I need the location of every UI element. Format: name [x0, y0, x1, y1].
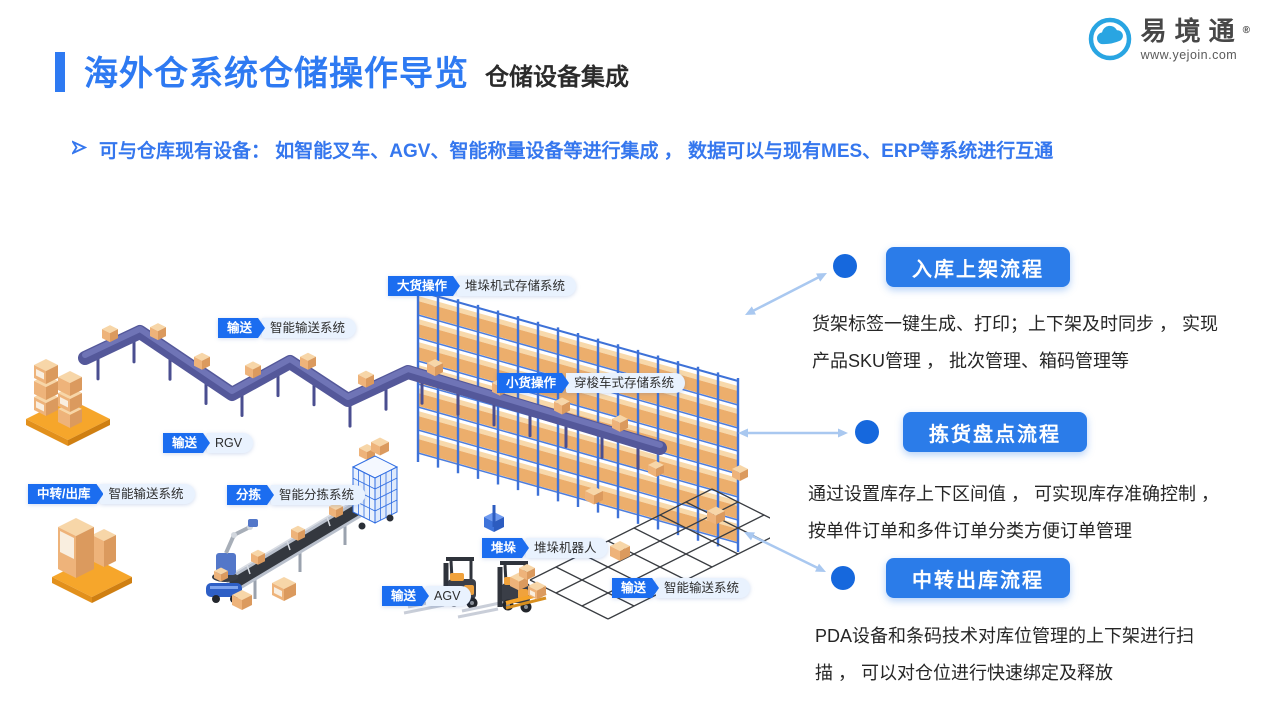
flow-desc-outbound: PDA设备和条码技术对库位管理的上下架进行扫 描 ， 可以对仓位进行快速绑定及释… — [815, 626, 1195, 683]
page-header: 海外仓系统仓储操作导览 仓储设备集成 — [84, 46, 629, 95]
equipment-tag-category: 输送 — [382, 586, 429, 606]
equipment-tag-label: 智能输送系统 — [100, 484, 195, 504]
equipment-tag: 输送智能输送系统 — [612, 578, 751, 598]
equipment-tag-label: 智能分拣系统 — [271, 485, 366, 505]
bullet-text: 可与仓库现有设备： 如智能叉车、AGV、智能称量设备等进行集成 ， 数据可以与现… — [99, 141, 1054, 162]
flow-dot-1 — [833, 254, 857, 278]
logo-url-text: www.yejoin.com — [1140, 48, 1238, 62]
flow-dot-2 — [855, 420, 879, 444]
logo-name: 易境通® — [1140, 16, 1250, 46]
equipment-tag-category: 中转/出库 — [28, 484, 103, 504]
flow-desc-inbound: 货架标签一键生成、打印；上下架及时同步 ， 实现 产品SKU管理 ， 批次管理、… — [812, 314, 1218, 371]
equipment-tag-label: 穿梭车式存储系统 — [566, 373, 686, 393]
logo: 易境通® www.yejoin.com — [1087, 16, 1250, 67]
equipment-tag: 中转/出库智能输送系统 — [28, 484, 195, 504]
title-accent-bar — [55, 52, 65, 92]
equipment-tag-category: 输送 — [163, 433, 210, 453]
flow-button-picking[interactable]: 拣货盘点流程 — [903, 412, 1087, 452]
bullet-arrow-icon — [70, 139, 88, 161]
equipment-tag-label: 堆垛机式存储系统 — [457, 276, 577, 296]
equipment-tag: 分拣智能分拣系统 — [227, 485, 366, 505]
page-subtitle: 仓储设备集成 — [485, 64, 629, 91]
equipment-tag-label: 智能输送系统 — [656, 578, 751, 598]
registered-mark: ® — [1242, 25, 1250, 36]
equipment-tag-category: 小货操作 — [497, 373, 569, 393]
equipment-tag-label: AGV — [426, 586, 472, 606]
bullet-line: 可与仓库现有设备： 如智能叉车、AGV、智能称量设备等进行集成 ， 数据可以与现… — [70, 136, 1054, 163]
cloud-icon — [1087, 16, 1133, 67]
flow-dot-3 — [831, 566, 855, 590]
flow-desc-picking: 通过设置库存上下区间值 ， 可实现库存准确控制 ， 按单件订单和多件订单分类方便… — [808, 484, 1220, 541]
equipment-tag-category: 大货操作 — [388, 276, 460, 296]
equipment-tag: 输送智能输送系统 — [218, 318, 357, 338]
equipment-tag-label: 智能输送系统 — [262, 318, 357, 338]
equipment-tag: 大货操作堆垛机式存储系统 — [388, 276, 577, 296]
page-title: 海外仓系统仓储操作导览 — [84, 55, 469, 93]
equipment-tag-label: RGV — [207, 433, 254, 453]
equipment-tag: 堆垛堆垛机器人 — [482, 538, 608, 558]
equipment-tag-label: 堆垛机器人 — [526, 538, 608, 558]
warehouse-scene-graphic — [26, 288, 791, 620]
flow-button-outbound[interactable]: 中转出库流程 — [886, 558, 1070, 598]
equipment-tag-category: 输送 — [612, 578, 659, 598]
equipment-tag-category: 输送 — [218, 318, 265, 338]
equipment-tag: 小货操作穿梭车式存储系统 — [497, 373, 686, 393]
equipment-tag-category: 堆垛 — [482, 538, 529, 558]
equipment-tag-category: 分拣 — [227, 485, 274, 505]
flow-button-inbound[interactable]: 入库上架流程 — [886, 247, 1070, 287]
